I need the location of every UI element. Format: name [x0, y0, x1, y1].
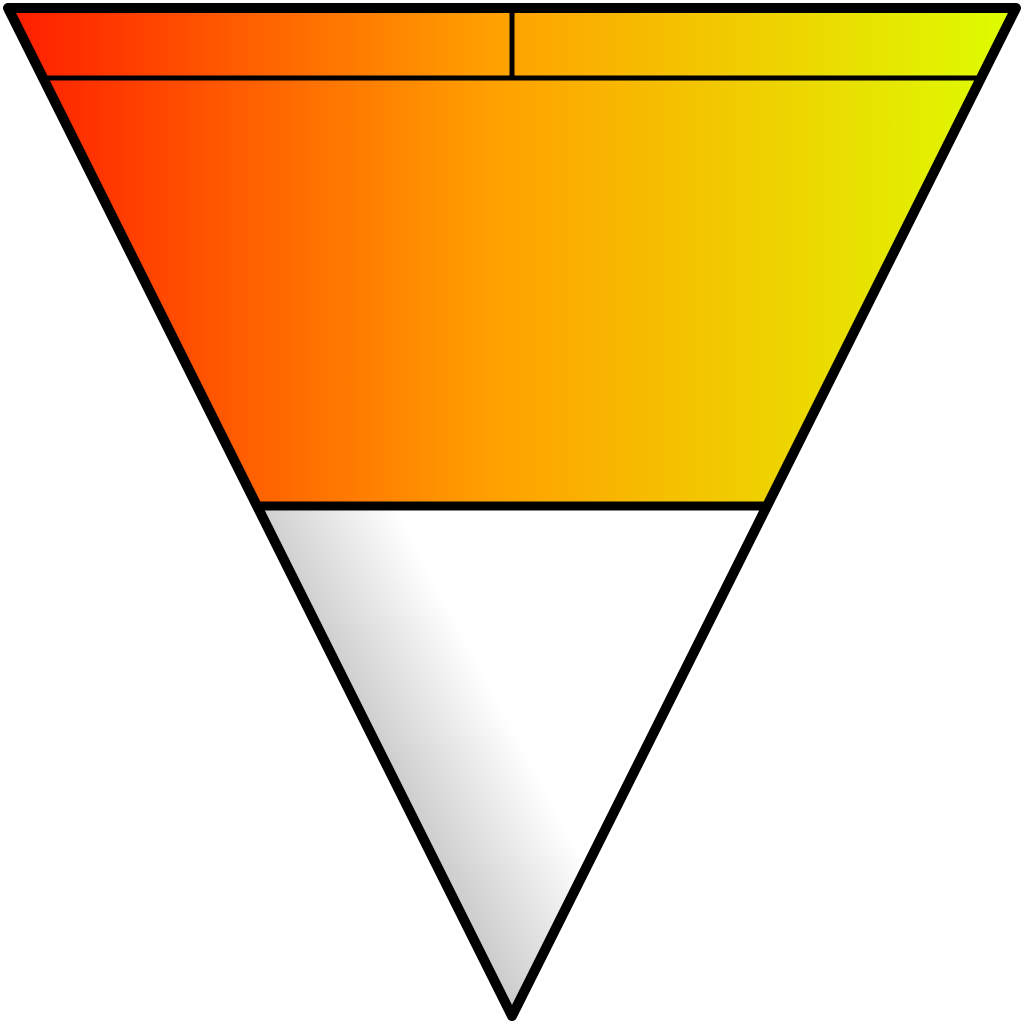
top-left-band	[8, 8, 512, 78]
middle-band	[44, 78, 980, 506]
top-right-band	[512, 8, 1016, 78]
triangle-outline	[3, 3, 1021, 1021]
bottom-tip	[255, 506, 766, 1016]
